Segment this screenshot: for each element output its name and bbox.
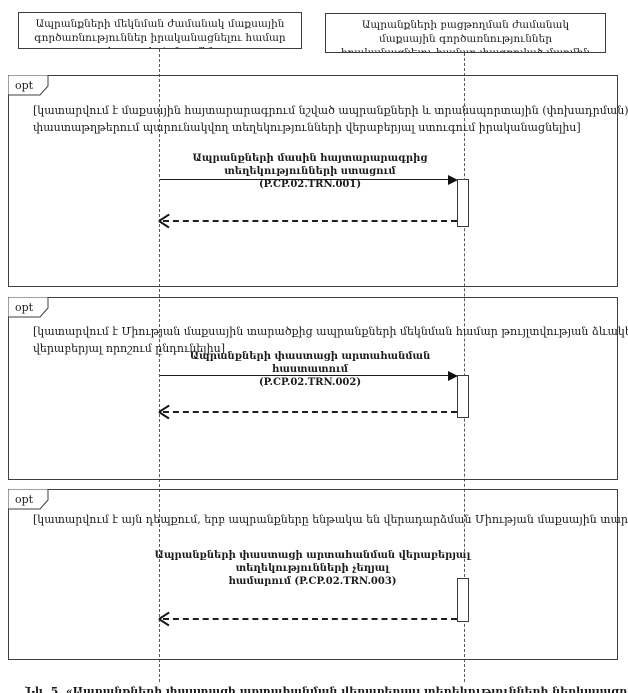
return-arrowhead-icon [159, 612, 171, 626]
message-text: Ապրանքների մասին հայտարարագրից տեղեկությ… [192, 153, 428, 177]
fragment-operator-tab: opt [8, 297, 49, 318]
actor-box-release-authority: Ապրանքների բացթողման ժամանակ մաքսային գո… [325, 13, 606, 53]
return-arrow-3 [163, 618, 457, 620]
guard-line: վերաբերյալ որոշում ընդունելիս] [33, 342, 225, 355]
activation-bar-3 [457, 578, 469, 622]
guard-condition-1: [կատարվում է մաքսային հայտարարագրում նշվ… [33, 102, 628, 136]
guard-line: փաստաթղթերում պարունակվող տեղեկություննե… [33, 121, 581, 134]
opt-fragment-2: opt [կատարվում է Միության մաքսային տարած… [8, 297, 628, 480]
figure-caption: Նկ. 5. «Ապրանքների փաստացի արտահանման վե… [25, 685, 628, 693]
lifeline-right [464, 53, 465, 682]
return-arrow-2 [163, 411, 457, 413]
message-code: (P.CP.02.TRN.001) [258, 179, 362, 190]
guard-line: [կատարվում է Միության մաքսային տարածքից … [33, 325, 628, 338]
return-arrowhead-icon [159, 214, 171, 228]
guard-condition-3: [կատարվում է այն դեպքում, երբ ապրանքները… [33, 511, 628, 528]
return-arrow-1 [163, 220, 457, 222]
guard-line: [կատարվում է մաքսային հայտարարագրում նշվ… [33, 104, 628, 117]
message-arrow-1 [160, 179, 448, 180]
message-code: համարում (P.CP.02.TRN.003) [228, 576, 397, 587]
message-label-1: Ապրանքների մասին հայտարարագրից տեղեկությ… [160, 152, 460, 191]
return-arrowhead-icon [159, 405, 171, 419]
opt-fragment-3: opt [կատարվում է այն դեպքում, երբ ապրանք… [8, 489, 628, 660]
message-code: (P.CP.02.TRN.002) [258, 377, 362, 388]
activation-bar-2 [457, 375, 469, 418]
actor-box-departure-authority: Ապրանքների մեկնման ժամանակ մաքսային գործ… [18, 12, 302, 49]
fragment-operator-label: opt [15, 301, 34, 314]
message-arrow-2 [160, 375, 448, 376]
fragment-operator-label: opt [15, 79, 34, 92]
lifeline-left [159, 49, 160, 682]
fragment-operator-label: opt [15, 493, 34, 506]
activation-bar-1 [457, 179, 469, 227]
message-arrowhead-icon [448, 371, 458, 381]
fragment-operator-tab: opt [8, 75, 49, 96]
message-text: Ապրանքների փաստացի արտահանման հաստատում [189, 351, 431, 375]
message-text: Ապրանքների փաստացի արտահանման վերաբերյալ… [154, 550, 471, 574]
opt-fragment-1: opt [կատարվում է մաքսային հայտարարագրում… [8, 75, 628, 287]
guard-condition-2: [կատարվում է Միության մաքսային տարածքից … [33, 323, 628, 357]
fragment-operator-tab: opt [8, 489, 49, 510]
message-label-2: Ապրանքների փաստացի արտահանման հաստատում … [160, 350, 460, 389]
message-label-3: Ապրանքների փաստացի արտահանման վերաբերյալ… [140, 549, 485, 588]
guard-line: [կատարվում է այն դեպքում, երբ ապրանքները… [33, 513, 628, 526]
message-arrowhead-icon [448, 175, 458, 185]
